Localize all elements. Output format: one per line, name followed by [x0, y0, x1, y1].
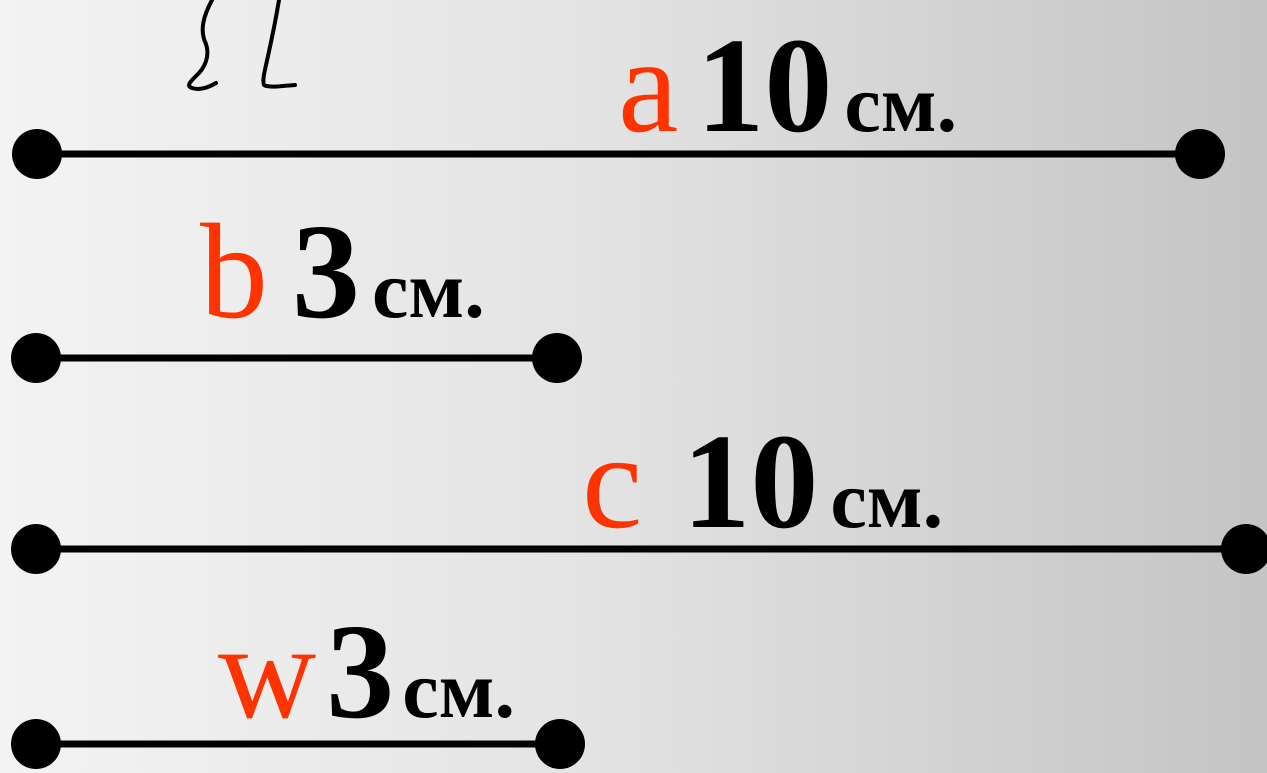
- segment-a-value: 10: [696, 11, 833, 161]
- segment-c-end-point: [1221, 524, 1267, 574]
- segment-b-unit: см.: [372, 244, 485, 335]
- segment-c-value: 10: [682, 407, 819, 557]
- segment-a-start-point: [12, 129, 62, 179]
- segment-a-end-point: [1175, 129, 1225, 179]
- segment-w-label: w 3 см.: [218, 604, 515, 740]
- segment-b-letter: b: [200, 197, 268, 347]
- segment-b: [11, 333, 582, 383]
- segment-b-value: 3: [292, 197, 360, 347]
- segment-w-letter: w: [218, 597, 317, 747]
- segment-a-letter: a: [618, 11, 679, 161]
- segment-c-unit: см.: [830, 454, 944, 545]
- segment-b-end-point: [532, 333, 582, 383]
- segment-b-start-point: [11, 333, 61, 383]
- segment-c: [11, 524, 1267, 574]
- segment-c-label: c 10 см.: [582, 414, 943, 550]
- segment-w-start-point: [11, 719, 61, 769]
- segment-c-letter: c: [582, 407, 643, 557]
- segment-b-label: b 3 см.: [200, 204, 485, 340]
- segment-a-unit: см.: [844, 58, 958, 149]
- segment-w: [11, 719, 585, 769]
- segment-w-end-point: [535, 719, 585, 769]
- segment-a: [12, 129, 1225, 179]
- segment-a-label: a 10 см.: [618, 18, 957, 154]
- segment-w-unit: см.: [402, 644, 515, 735]
- segment-c-start-point: [11, 524, 61, 574]
- segment-w-value: 3: [326, 597, 395, 747]
- sketch-figure-drawing: [187, 0, 297, 91]
